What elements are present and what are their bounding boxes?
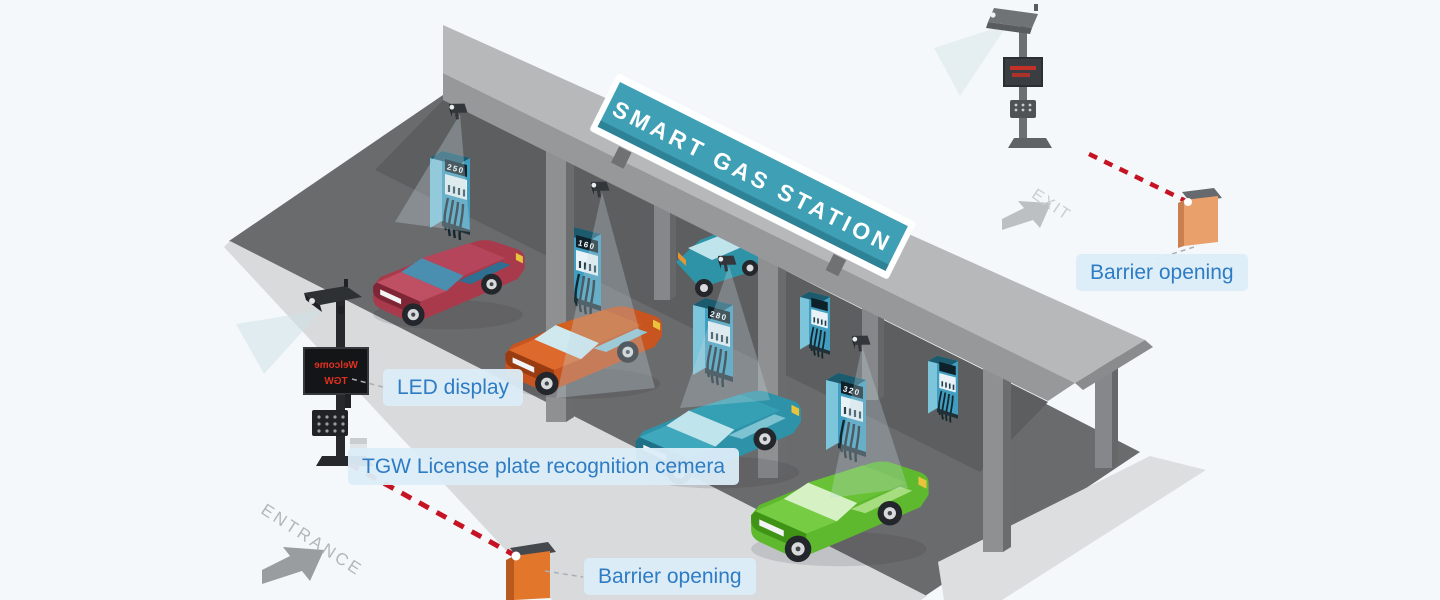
curb-strip — [224, 241, 927, 600]
led-panel-line1: Welcome — [314, 360, 358, 371]
led-display-panel-exit — [1003, 57, 1043, 87]
fuel-pump-2: 160 — [559, 225, 603, 318]
fuel-pump-1: 250 — [428, 149, 472, 242]
label-tgw-camera: TGW License plate recognition cemera — [348, 448, 739, 485]
pump-display-3: 280 — [709, 309, 729, 322]
barrier-cabinet — [1184, 196, 1218, 246]
barrier-cabinet — [514, 551, 550, 600]
fuel-pump-3: 280 — [691, 296, 735, 389]
ground-shadow-right — [938, 456, 1206, 600]
led-panel-line2: TGW — [324, 376, 348, 387]
keypad-box — [312, 410, 348, 436]
camera-beam — [236, 310, 322, 374]
fuel-pump-4: 320 — [824, 371, 868, 464]
entrance-barrier — [347, 461, 556, 600]
camera-light-beams — [395, 114, 908, 498]
entrance-arrow-icon — [262, 547, 324, 584]
pump-display-2: 160 — [577, 238, 597, 251]
camera-beam — [934, 24, 1008, 96]
exit-barrier — [1088, 151, 1222, 248]
exit-arrow-icon — [1002, 201, 1051, 230]
pump-display-4: 320 — [842, 384, 862, 397]
led-display-panel: Welcome TGW — [303, 347, 369, 395]
label-led-display: LED display — [383, 369, 524, 406]
lpr-camera-icon — [304, 286, 362, 305]
label-barrier-entrance: Barrier opening — [584, 558, 756, 595]
keypad-box-exit — [1010, 100, 1036, 118]
entrance-camera-pole: Welcome TGW — [236, 279, 374, 468]
barrier-arm-exit — [1088, 151, 1189, 205]
exit-camera-pole — [934, 4, 1052, 148]
pump-display-1: 250 — [446, 162, 466, 175]
lpr-camera-icon — [988, 8, 1038, 28]
label-barrier-exit: Barrier opening — [1076, 254, 1248, 291]
